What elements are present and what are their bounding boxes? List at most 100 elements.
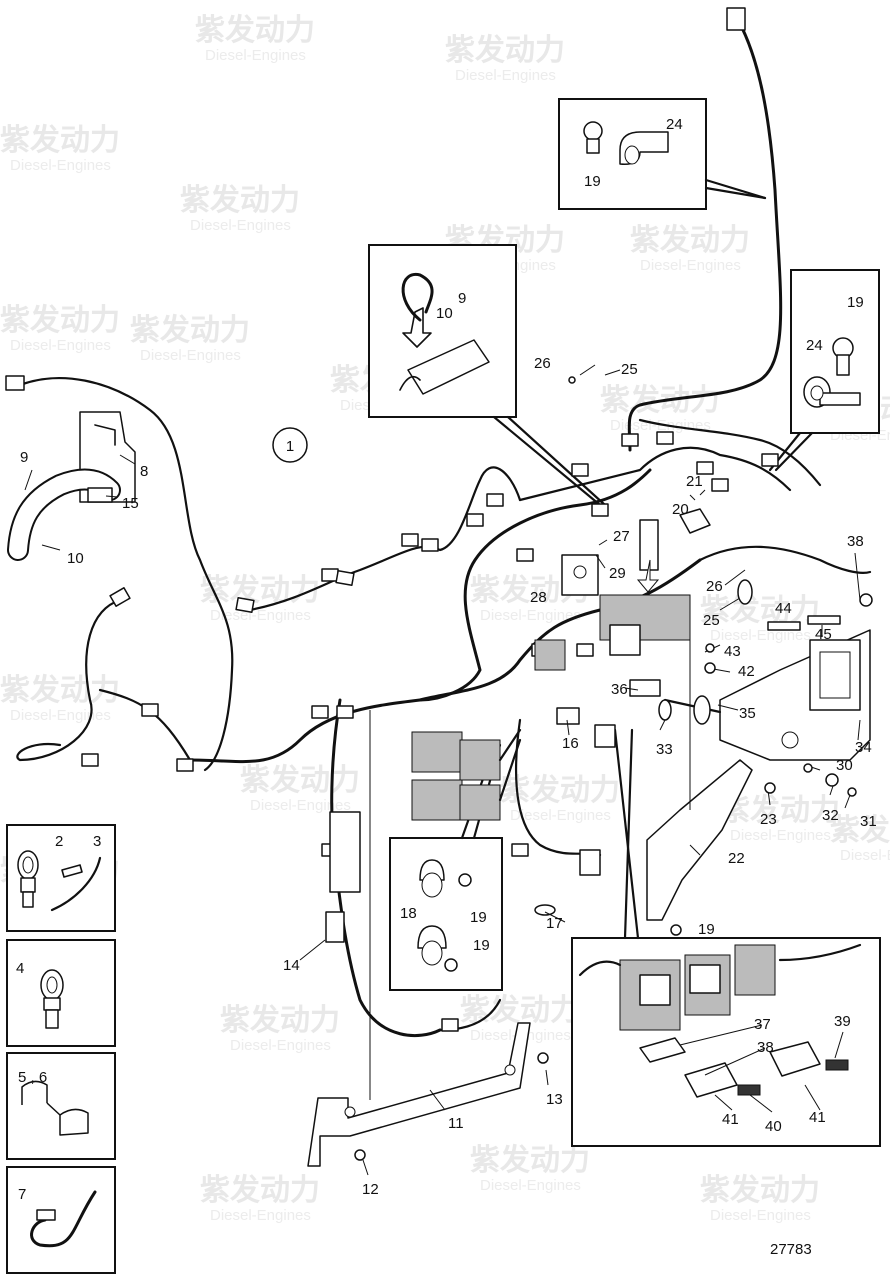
watermark-brand: 紫发动力 <box>200 574 320 607</box>
part-label-9-inset: 9 <box>458 290 466 307</box>
part-label-41-a: 41 <box>722 1111 739 1128</box>
watermark-brand: 紫发动力 <box>445 34 565 67</box>
watermark-sub: Diesel-Engines <box>210 607 311 624</box>
label-stickers-44-45 <box>767 615 841 631</box>
part-label-14: 14 <box>283 957 300 974</box>
part-label-20: 20 <box>672 501 689 518</box>
part-label-30: 30 <box>836 757 853 774</box>
relay-block <box>411 728 522 821</box>
tube-10 <box>7 468 121 561</box>
part-label-41-b: 41 <box>809 1109 826 1126</box>
inset-clip-4 <box>6 939 116 1047</box>
watermark-sub: Diesel-Engines <box>205 47 306 64</box>
assembly-callout: 1 <box>272 427 308 463</box>
sensor-33-35-36 <box>629 679 722 725</box>
part-label-33: 33 <box>656 741 673 758</box>
watermark-brand: 紫发动力 <box>470 1144 590 1177</box>
part-label-29: 29 <box>609 565 626 582</box>
part-label-12: 12 <box>362 1181 379 1198</box>
watermark-sub: Diesel-Engines <box>230 1037 331 1054</box>
module-20-21 <box>679 508 711 534</box>
assembly-callout-number: 1 <box>286 438 294 455</box>
harness-connector <box>441 1018 459 1032</box>
part-label-5-6: 5 , 6 <box>18 1069 47 1086</box>
part-label-22: 22 <box>728 850 745 867</box>
plate-34 <box>719 629 871 761</box>
inset-clip-19-24-right <box>768 269 880 472</box>
part-label-38: 38 <box>847 533 864 550</box>
brace-27 <box>636 519 660 593</box>
part-label-19-top-inset: 19 <box>584 173 601 190</box>
watermark-brand: 紫发动力 <box>0 124 120 157</box>
part-label-32: 32 <box>822 807 839 824</box>
part-label-11: 11 <box>448 1115 464 1132</box>
part-label-37: 37 <box>754 1016 771 1033</box>
watermark-brand: 紫发动力 <box>180 184 300 217</box>
harness-connector <box>311 705 329 719</box>
watermark-sub: Diesel-Engines <box>250 797 351 814</box>
inset-tie-7 <box>6 1166 116 1274</box>
part-label-26-b: 26 <box>706 578 723 595</box>
part-label-4: 4 <box>16 960 24 977</box>
watermark-sub: Diesel-Engines <box>710 1207 811 1224</box>
harness-connector <box>401 533 419 547</box>
watermark-brand: 紫发动力 <box>200 1174 320 1207</box>
watermark-brand: 紫发动力 <box>720 794 840 827</box>
watermark-brand: 紫发动力 <box>220 1004 340 1037</box>
harness-14 <box>325 811 361 943</box>
part-label-19-bracket: 19 <box>698 921 715 938</box>
harness-connector <box>235 596 255 614</box>
part-label-26: 26 <box>534 355 551 372</box>
watermark-sub: Diesel-Engines <box>10 337 111 354</box>
bracket-22 <box>646 640 753 921</box>
harness-connector <box>335 569 355 587</box>
watermark-sub: Diesel-Engines <box>480 1177 581 1194</box>
harness-connector <box>571 463 589 477</box>
part-label-44: 44 <box>775 600 792 617</box>
part-label-10-inset: 10 <box>436 305 453 322</box>
watermark-brand: 紫发动力 <box>500 774 620 807</box>
sensor-17 <box>534 849 601 916</box>
watermark-sub: Diesel-Engines <box>840 847 890 864</box>
part-label-39: 39 <box>834 1013 851 1030</box>
part-label-23: 23 <box>760 811 777 828</box>
watermark-sub: Diesel-Engines <box>10 707 111 724</box>
part-label-34: 34 <box>855 739 872 756</box>
part-label-24-right-inset: 24 <box>806 337 823 354</box>
watermark-brand: 紫发动力 <box>195 14 315 47</box>
screws <box>354 376 873 1161</box>
main-engine-harness-block <box>534 594 691 671</box>
harness-connector <box>141 703 159 717</box>
watermark-sub: Diesel-Engines <box>730 827 831 844</box>
harness-connector <box>696 461 714 475</box>
module-28 <box>561 554 599 596</box>
part-label-27: 27 <box>613 528 630 545</box>
inset-clip-2-3 <box>6 824 116 932</box>
sensor-16 <box>556 707 616 748</box>
inset-clip-18-19 <box>389 743 503 991</box>
harness-connector <box>511 843 529 857</box>
watermark-sub: Diesel-Engines <box>510 807 611 824</box>
harness-connector <box>321 568 339 582</box>
harness-connector <box>466 513 484 527</box>
watermark-brand: 紫发动力 <box>240 764 360 797</box>
harness-connector <box>761 453 779 467</box>
watermark-sub: Diesel-Engines <box>640 257 741 274</box>
part-label-40: 40 <box>765 1118 782 1135</box>
harness-connector <box>176 758 194 772</box>
inset-connectors-37-41 <box>571 728 881 1147</box>
part-label-24-top-inset: 24 <box>666 116 683 133</box>
watermark-brand: 紫发动力 <box>830 814 890 847</box>
part-label-2: 2 <box>55 833 63 850</box>
harness-connector <box>711 478 729 492</box>
part-label-38-inset: 38 <box>757 1039 774 1056</box>
part-label-21: 21 <box>686 473 703 490</box>
watermark-sub: Diesel-Engines <box>455 67 556 84</box>
harness-connector <box>576 643 594 657</box>
part-label-8: 8 <box>140 463 148 480</box>
part-label-31: 31 <box>860 813 877 830</box>
part-label-18: 18 <box>400 905 417 922</box>
watermark-sub: Diesel-Engines <box>10 157 111 174</box>
